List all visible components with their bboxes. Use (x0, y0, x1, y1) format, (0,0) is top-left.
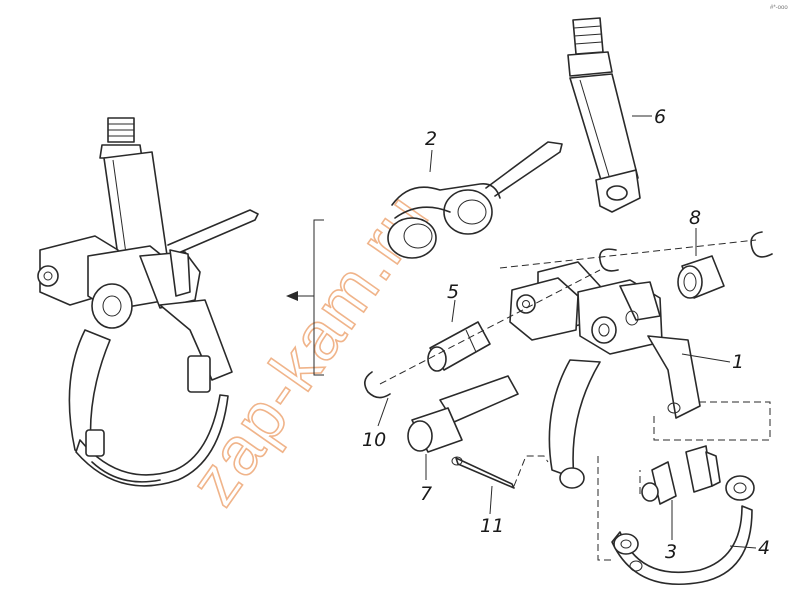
part-2-spring (387, 141, 563, 259)
part-7-pin (407, 375, 519, 453)
assembled-fork-drawing (37, 117, 259, 487)
callout-leaders (377, 115, 757, 549)
callout-labels: 6 2 8 5 1 10 7 11 3 4 (362, 106, 770, 563)
assembly-dash-lines (379, 239, 771, 561)
callout-6: 6 (654, 106, 666, 128)
circlips (364, 231, 773, 399)
callout-11: 11 (480, 515, 504, 537)
part-11-cotter-pin (451, 456, 515, 489)
part-6-shaft (567, 17, 641, 213)
callout-10: 10 (362, 429, 386, 451)
callout-4: 4 (758, 537, 770, 559)
assembly-bracket (286, 219, 324, 376)
part-4-band (611, 475, 755, 586)
part-3-inserts (641, 445, 721, 505)
part-1-fork (509, 261, 701, 489)
callout-2: 2 (425, 128, 437, 150)
callout-3: 3 (665, 541, 677, 563)
callout-7: 7 (420, 483, 432, 505)
part-8-bushing (677, 255, 725, 299)
part-5-pin (427, 321, 491, 372)
corner-mark: #*-ooo (770, 5, 788, 11)
callout-1: 1 (732, 351, 744, 373)
callout-5: 5 (447, 281, 459, 303)
callout-8: 8 (689, 207, 701, 229)
